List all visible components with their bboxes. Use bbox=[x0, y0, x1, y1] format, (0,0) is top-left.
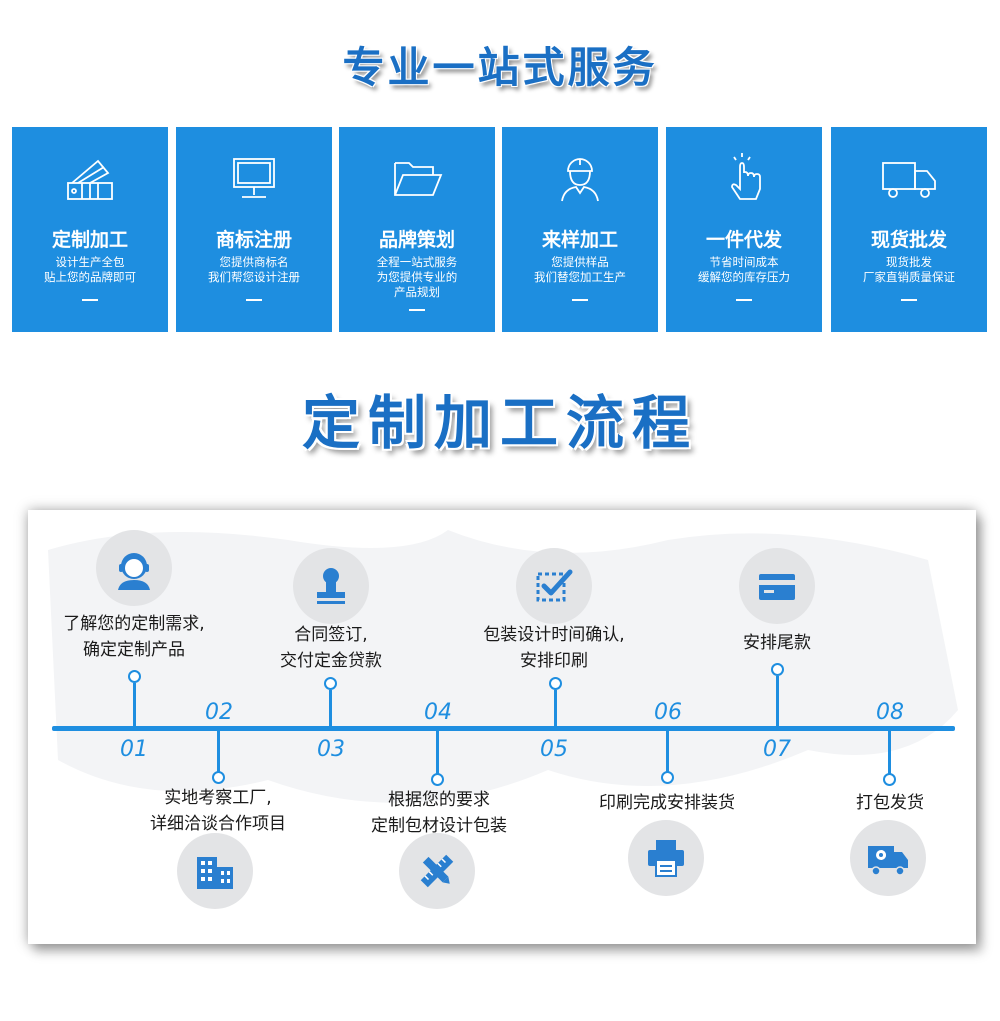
step-number-03: 03 bbox=[317, 737, 345, 762]
service-title: 来样加工 bbox=[541, 229, 618, 251]
service-title: 品牌策划 bbox=[378, 229, 455, 251]
step-number-08: 08 bbox=[876, 700, 904, 725]
monitor-icon bbox=[224, 149, 284, 209]
step-stem-06 bbox=[666, 730, 669, 772]
factory-building-icon bbox=[197, 857, 233, 889]
service-desc: 现货批发厂家直销质量保证 bbox=[863, 255, 955, 284]
service-card-trademark[interactable]: 商标注册 您提供商标名我们帮您设计注册 bbox=[176, 127, 332, 332]
step-number-02: 02 bbox=[205, 700, 233, 725]
divider bbox=[572, 299, 588, 301]
divider bbox=[736, 299, 752, 301]
step-stem-02 bbox=[217, 730, 220, 772]
step-icon-05 bbox=[516, 548, 592, 624]
service-desc: 您提供样品我们替您加工生产 bbox=[534, 255, 626, 284]
step-icon-06 bbox=[628, 820, 704, 896]
step-dot-03 bbox=[324, 677, 337, 690]
step-icon-04 bbox=[399, 833, 475, 909]
step-number-06: 06 bbox=[654, 700, 682, 725]
step-text-01: 了解您的定制需求,确定定制产品 bbox=[63, 614, 205, 660]
step-text-02: 实地考察工厂,详细洽谈合作项目 bbox=[150, 788, 286, 834]
service-desc: 设计生产全包贴上您的品牌即可 bbox=[44, 255, 136, 284]
service-card-brand-planning[interactable]: 品牌策划 全程一站式服务为您提供专业的产品规划 bbox=[339, 127, 495, 332]
step-text-05: 包装设计时间确认,安排印刷 bbox=[483, 625, 625, 671]
step-icon-02 bbox=[177, 833, 253, 909]
stamp-icon bbox=[317, 568, 345, 604]
process-heading: 定制加工流程 bbox=[301, 389, 698, 457]
step-icon-07 bbox=[739, 548, 815, 624]
step-text-08: 打包发货 bbox=[856, 793, 924, 813]
world-map-background bbox=[48, 530, 958, 803]
folder-icon bbox=[387, 149, 447, 209]
delivery-truck-icon bbox=[879, 149, 939, 209]
divider bbox=[82, 299, 98, 301]
customer-service-icon bbox=[118, 553, 150, 590]
step-stem-03 bbox=[329, 690, 332, 728]
step-number-04: 04 bbox=[424, 700, 452, 725]
divider bbox=[901, 299, 917, 301]
service-title: 一件代发 bbox=[705, 229, 782, 251]
step-number-05: 05 bbox=[540, 737, 568, 762]
design-tools-icon bbox=[420, 854, 454, 888]
step-stem-08 bbox=[888, 730, 891, 774]
step-dot-07 bbox=[771, 663, 784, 676]
service-card-custom-processing[interactable]: 定制加工 设计生产全包贴上您的品牌即可 bbox=[12, 127, 168, 332]
tap-hand-icon bbox=[714, 149, 774, 209]
step-icon-01 bbox=[96, 530, 172, 606]
step-icon-03 bbox=[293, 548, 369, 624]
step-dot-01 bbox=[128, 670, 141, 683]
color-swatch-icon bbox=[60, 149, 120, 209]
step-dot-05 bbox=[549, 677, 562, 690]
payment-card-icon bbox=[759, 574, 795, 600]
step-text-03: 合同签订,交付定金贷款 bbox=[280, 625, 382, 671]
printer-icon bbox=[648, 840, 684, 877]
divider bbox=[409, 309, 425, 311]
service-heading: 专业一站式服务 bbox=[342, 43, 658, 92]
step-dot-02 bbox=[212, 771, 225, 784]
service-desc: 节省时间成本缓解您的库存压力 bbox=[698, 255, 790, 284]
step-stem-07 bbox=[776, 676, 779, 728]
step-dot-06 bbox=[661, 771, 674, 784]
worker-icon bbox=[550, 149, 610, 209]
step-dot-08 bbox=[883, 773, 896, 786]
timeline-line bbox=[52, 726, 955, 731]
step-stem-04 bbox=[436, 730, 439, 774]
service-card-dropshipping[interactable]: 一件代发 节省时间成本缓解您的库存压力 bbox=[666, 127, 822, 332]
service-desc: 您提供商标名我们帮您设计注册 bbox=[208, 255, 300, 284]
step-text-07: 安排尾款 bbox=[743, 633, 811, 653]
step-text-06: 印刷完成安排装货 bbox=[599, 793, 735, 813]
step-stem-05 bbox=[554, 690, 557, 728]
step-icon-08 bbox=[850, 820, 926, 896]
service-card-wholesale[interactable]: 现货批发 现货批发厂家直销质量保证 bbox=[831, 127, 987, 332]
step-stem-01 bbox=[133, 683, 136, 728]
step-text-04: 根据您的要求定制包材设计包装 bbox=[371, 790, 507, 836]
service-title: 商标注册 bbox=[215, 229, 292, 251]
shipping-truck-icon bbox=[868, 846, 908, 876]
step-dot-04 bbox=[431, 773, 444, 786]
service-card-sample-processing[interactable]: 来样加工 您提供样品我们替您加工生产 bbox=[502, 127, 658, 332]
checkbox-confirm-icon bbox=[536, 569, 573, 602]
service-title: 定制加工 bbox=[51, 229, 128, 251]
service-desc: 全程一站式服务为您提供专业的产品规划 bbox=[376, 255, 458, 299]
divider bbox=[246, 299, 262, 301]
step-number-07: 07 bbox=[763, 737, 791, 762]
step-number-01: 01 bbox=[120, 737, 148, 762]
service-title: 现货批发 bbox=[870, 229, 947, 251]
